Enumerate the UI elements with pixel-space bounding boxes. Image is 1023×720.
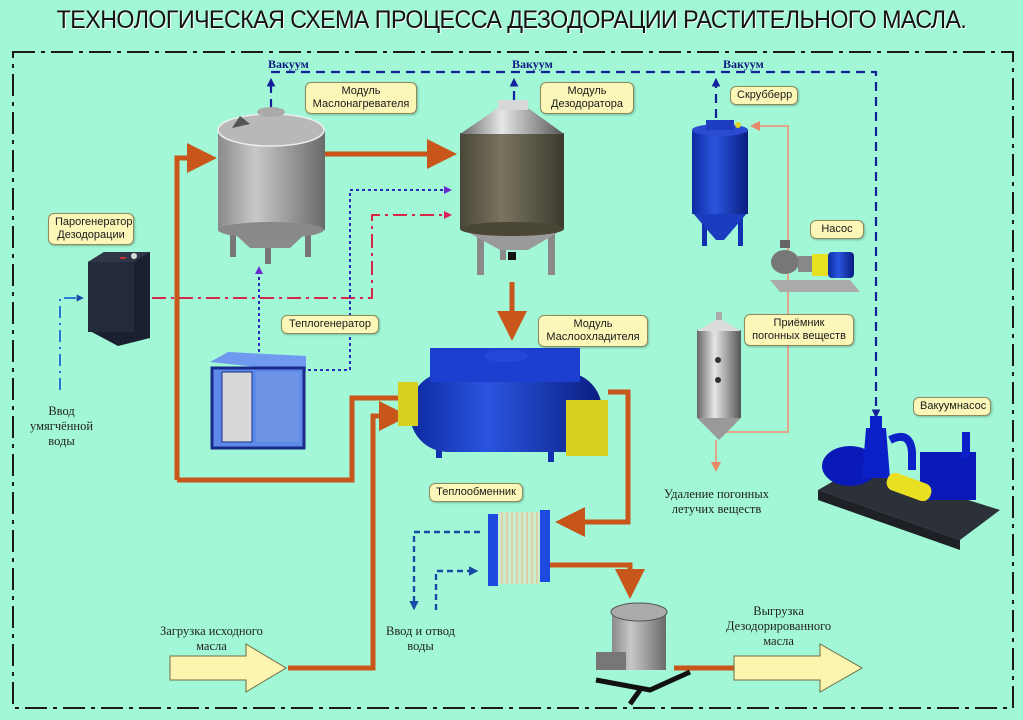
vacuum-label-deodorizer: Вакуум	[512, 57, 553, 71]
distillate-receiver-tank	[697, 312, 741, 440]
note-water-in-out: Ввод и отвод воды	[386, 624, 455, 653]
oil-lines	[174, 139, 734, 671]
deodorized-oil-unloading-arrow	[733, 643, 864, 693]
vacuum-label-heater: Вакуум	[268, 57, 309, 71]
scrubber-tank	[692, 120, 748, 246]
callout-pump: Насос	[810, 220, 864, 239]
process-boundary-frame	[12, 51, 1014, 709]
note-deodorized-oil-unloading: Выгрузка Дезодорированного масла	[726, 604, 832, 648]
oil-cooler-unit	[398, 348, 608, 462]
callout-oil-heater: Модуль Маслонагревателя	[305, 82, 417, 114]
water-lines	[409, 530, 480, 611]
vacuum-lines	[266, 70, 881, 419]
pump-unit	[770, 240, 860, 292]
callout-heat-generator: Теплогенератор	[281, 315, 379, 334]
callout-deodorizer: Модуль Дезодоратора	[540, 82, 634, 114]
heat-exchanger-unit	[488, 510, 550, 586]
callout-vacuum-pump: Вакуумнасос	[913, 397, 991, 416]
steam-generator-unit	[88, 252, 150, 346]
oil-heater-tank	[217, 107, 325, 264]
vacuum-label-scrubber: Вакуум	[723, 57, 764, 71]
deodorizer-tank	[460, 100, 564, 275]
callout-scrubber: Скрубберр	[730, 86, 798, 105]
note-raw-oil-loading: Загрузка исходного масла	[160, 624, 263, 653]
vacuum-pump-unit	[818, 416, 1000, 550]
callout-steam-generator: Парогенератор Дезодорации	[48, 213, 134, 245]
heat-generator-unit	[210, 352, 306, 450]
note-volatile-removal: Удаление погонных летучих веществ	[664, 487, 769, 516]
raw-oil-loading-arrow	[169, 643, 287, 693]
callout-heat-exchanger: Теплообменник	[429, 483, 523, 502]
heat-carrier-lines	[255, 186, 452, 371]
softened-water-line	[59, 294, 84, 390]
note-softened-water-input: Ввод умягчённой воды	[30, 404, 94, 448]
final-filter-unit	[595, 602, 692, 706]
steam-line	[152, 211, 452, 299]
callout-oil-cooler: Модуль Маслоохладителя	[538, 315, 648, 347]
callout-distillate-receiver: Приёмник погонных веществ	[744, 314, 854, 346]
diagram-title: ТЕХНОЛОГИЧЕСКАЯ СХЕМА ПРОЦЕССА ДЕЗОДОРАЦ…	[56, 6, 967, 34]
